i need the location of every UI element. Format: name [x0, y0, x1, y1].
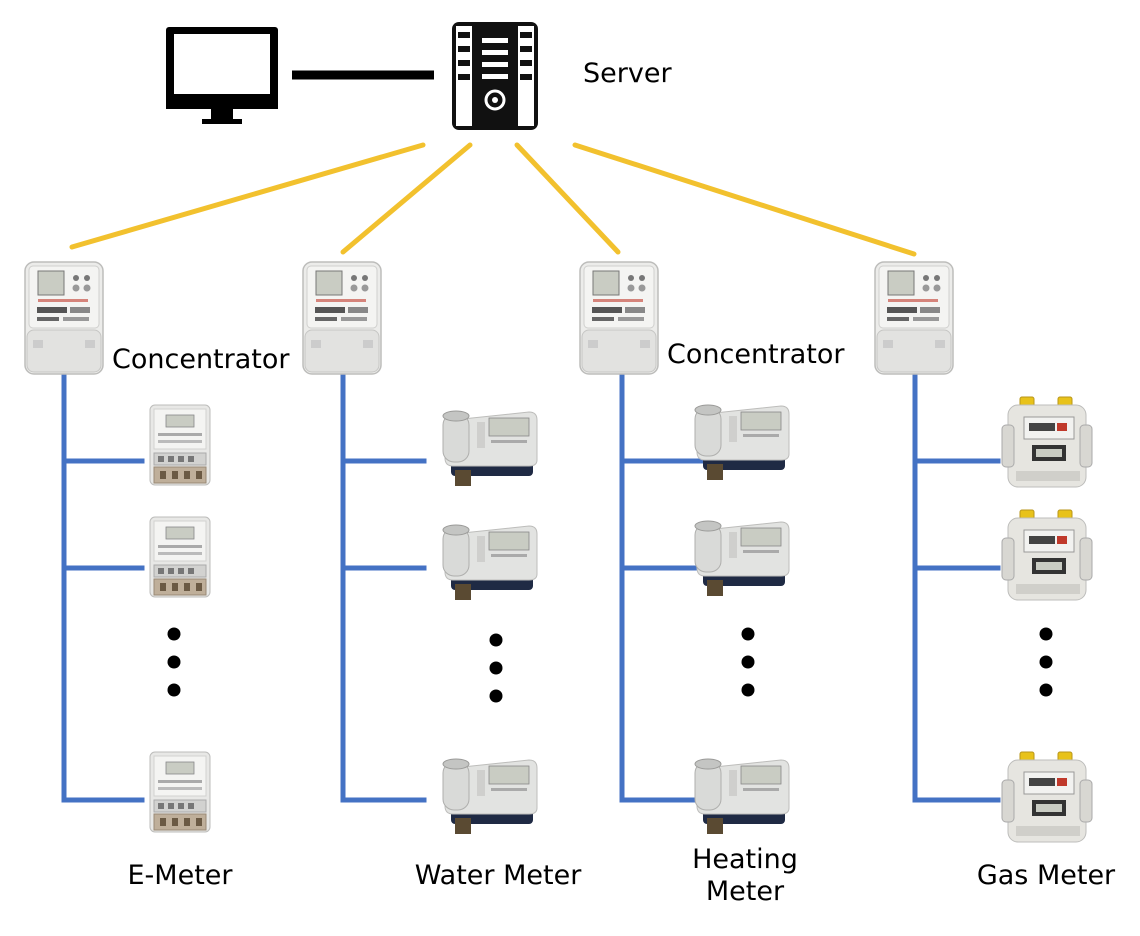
- heating-meter-icon: [694, 404, 790, 481]
- uplink-1: [69, 142, 426, 250]
- gas-meter-icon: [1001, 751, 1093, 843]
- pc-monitor-icon: [166, 27, 278, 124]
- gas-meter-label: Gas Meter: [976, 860, 1116, 891]
- ellipsis-dot: [741, 683, 755, 697]
- heating-meter-label-line2: Meter: [705, 876, 785, 908]
- water-meter-icon: [442, 410, 538, 487]
- uplink-4: [572, 142, 917, 257]
- server-label: Server: [583, 58, 672, 89]
- e-meter-icon: [149, 751, 211, 833]
- bus-e-meter: [61, 369, 145, 803]
- gas-meter-icon: [1001, 396, 1093, 488]
- ellipsis-dot: [1039, 683, 1053, 697]
- uplinks: [69, 142, 917, 257]
- ellipsis-dot: [167, 627, 181, 641]
- ellipsis-dots: [167, 627, 1053, 703]
- ellipsis-dot: [741, 655, 755, 669]
- server-icon: [450, 20, 540, 132]
- concentrator-device-4: [874, 261, 954, 375]
- gas-meter-icon: [1001, 509, 1093, 601]
- uplink-2: [340, 142, 473, 255]
- heating-meter-icon: [694, 520, 790, 597]
- bus-water-meter: [340, 369, 427, 803]
- e-meter-icon: [149, 404, 211, 486]
- bus-heating-meter: [619, 369, 705, 803]
- uplink-3: [514, 142, 621, 255]
- e-meter-label: E-Meter: [127, 860, 233, 891]
- ellipsis-dot: [1039, 655, 1053, 669]
- ellipsis-dot: [1039, 627, 1053, 641]
- heating-meter-label-line1: Heating: [692, 844, 798, 875]
- bus-gas-meter: [912, 369, 1001, 803]
- heating-meter-icon: [694, 758, 790, 835]
- concentrator-label-1: Concentrator: [112, 344, 290, 375]
- ellipsis-dot: [167, 683, 181, 697]
- bus-lines: [61, 369, 1001, 803]
- water-meter-label: Water Meter: [414, 860, 582, 891]
- ellipsis-dot: [489, 661, 503, 675]
- water-meter-icon: [442, 758, 538, 835]
- concentrator-device-1: [24, 261, 104, 375]
- water-meter-icon: [442, 524, 538, 601]
- e-meter-icon: [149, 516, 211, 598]
- heating-meter-label: Heating Meter: [660, 844, 830, 909]
- concentrator-device-2: [302, 261, 382, 375]
- ellipsis-dot: [167, 655, 181, 669]
- ellipsis-dot: [489, 689, 503, 703]
- ellipsis-dot: [741, 627, 755, 641]
- ellipsis-dot: [489, 633, 503, 647]
- concentrator-label-3: Concentrator: [667, 339, 845, 370]
- concentrator-device-3: [579, 261, 659, 375]
